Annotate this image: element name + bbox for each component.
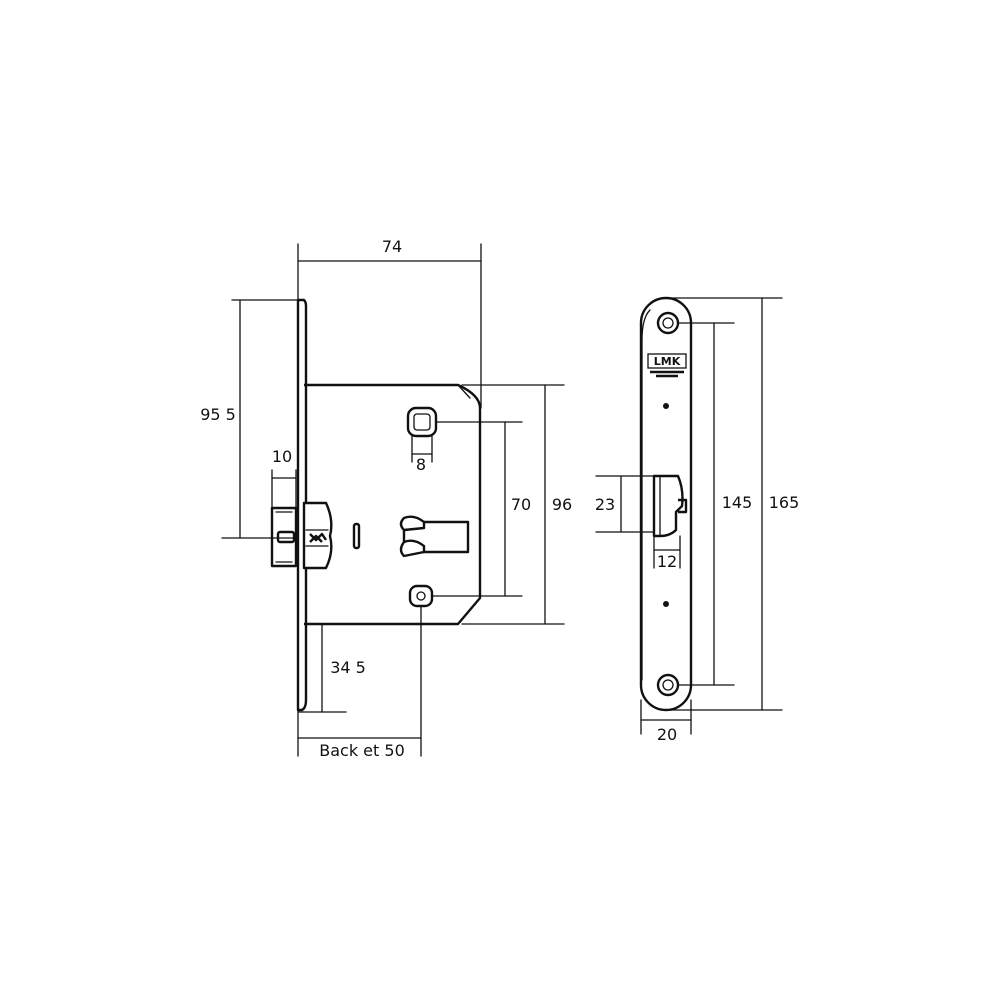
brand-logo: LMK (647, 353, 687, 378)
dim-8: 8 (416, 455, 426, 474)
lock-faceplate (296, 298, 308, 712)
follower-slot (352, 522, 361, 550)
deadbolt (399, 515, 470, 558)
bottom-screw-hole (656, 673, 680, 697)
latch-opening (652, 474, 688, 538)
dim-backset: Back et 50 (319, 741, 405, 760)
faceplate-front-view: LMK (639, 296, 693, 712)
brand-logo-text: LMK (654, 355, 681, 368)
lock-case (304, 383, 482, 626)
latch-bolt (270, 501, 333, 570)
bottom-dot (663, 601, 669, 607)
top-dot (663, 403, 669, 409)
dim-10: 10 (272, 447, 292, 466)
dim-12: 12 (657, 552, 677, 571)
dim-145: 145 (722, 493, 753, 512)
left-dimensions: 74 95 5 10 8 70 96 34 5 Back (200, 237, 572, 760)
bottom-cylinder-hole (408, 584, 434, 608)
dim-34-5: 34 5 (330, 658, 366, 677)
dim-70: 70 (511, 495, 531, 514)
dim-96: 96 (552, 495, 572, 514)
dim-23: 23 (595, 495, 615, 514)
dim-165: 165 (769, 493, 800, 512)
dim-95-5: 95 5 (200, 405, 236, 424)
dim-20: 20 (657, 725, 677, 744)
top-spindle-hole (406, 406, 438, 438)
top-screw-hole (656, 311, 680, 335)
dim-74: 74 (382, 237, 402, 256)
right-dimensions: 23 12 145 165 20 (595, 297, 800, 744)
lock-body-side-view (270, 298, 482, 712)
